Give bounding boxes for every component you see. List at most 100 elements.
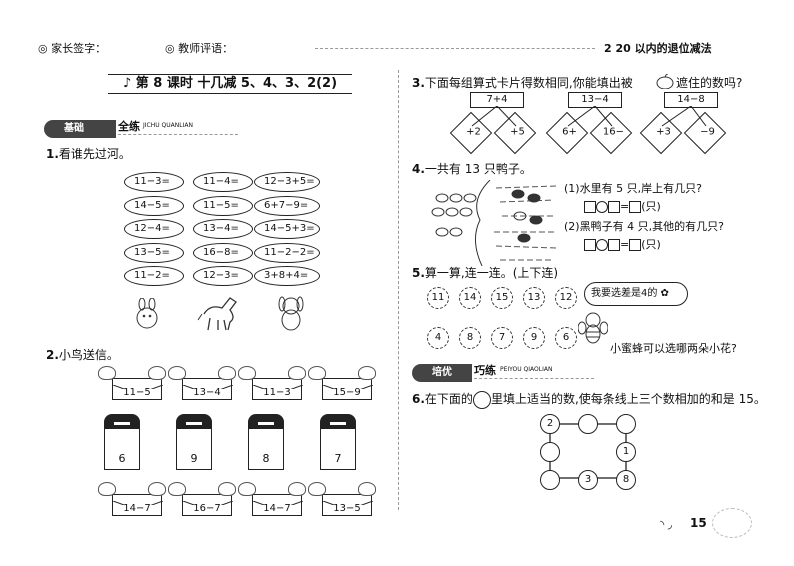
mailbox-2[interactable]: 8 (248, 428, 284, 470)
bottom-flower-4[interactable]: 6 (554, 326, 578, 350)
page-decoration-icon: ◝ ◞ (660, 518, 673, 531)
letter-bottom-2[interactable]: 14−7 (252, 494, 303, 516)
basic-badge: 基础 (44, 120, 116, 138)
river-stone-0-2[interactable]: 12−3+5= (254, 172, 320, 192)
bird-icon (168, 366, 186, 380)
equation-card-0: 7+4 (470, 92, 524, 108)
river-stone-2-1[interactable]: 13−4= (193, 219, 253, 239)
bird-icon (218, 482, 236, 496)
advanced-badge: 培优 (412, 364, 472, 382)
river-stone-3-1[interactable]: 16−8= (193, 243, 253, 263)
basic-pinyin: JICHU QUANLIAN (143, 122, 193, 129)
river-stone-3-2[interactable]: 11−2−2= (254, 243, 320, 263)
bottom-flower-1[interactable]: 8 (458, 326, 482, 350)
bird-icon (288, 366, 306, 380)
q5-prompt: 5.算一算,连一连。(上下连) (412, 266, 559, 280)
bee-speech-bubble: 我要选差是4的 ✿ (584, 282, 688, 306)
bird-icon (238, 366, 256, 380)
bird-icon (98, 366, 116, 380)
mailbox-roof (248, 414, 284, 430)
puzzle-node-5[interactable] (540, 470, 560, 490)
river-stone-0-1[interactable]: 11−4= (193, 172, 253, 192)
card-connectors (471, 106, 707, 127)
advanced-pinyin: PEIYOU QIAOLIAN (500, 366, 553, 373)
river-stone-3-0[interactable]: 13−5= (124, 243, 184, 263)
mailbox-3[interactable]: 7 (320, 428, 356, 470)
q1-prompt: 1.看谁先过河。 (46, 147, 131, 161)
q4-sub2: (2)黑鸭子有 4 只,其他的有几只? (564, 220, 724, 233)
basic-divider (118, 134, 238, 135)
bird-icon (358, 366, 376, 380)
puzzle-node-6: 3 (578, 470, 598, 490)
parent-sign-label: ◎ 家长签字： (38, 42, 107, 55)
equation-card-2: 14−8 (664, 92, 718, 108)
top-flower-1[interactable]: 14 (458, 286, 482, 310)
mailbox-roof (104, 414, 140, 430)
river-stone-2-2[interactable]: 14−5+3= (254, 219, 320, 239)
horse-icon (196, 292, 244, 332)
apple-icon (656, 73, 674, 90)
top-flower-0[interactable]: 11 (426, 286, 450, 310)
bird-icon (148, 366, 166, 380)
letter-top-0[interactable]: 11−5 (112, 378, 163, 400)
puzzle-node-4: 1 (616, 442, 636, 462)
music-note-icon: ♪ (122, 76, 132, 91)
mailbox-1[interactable]: 9 (176, 428, 212, 470)
river-stone-1-0[interactable]: 14−5= (124, 196, 184, 216)
bee-icon (577, 310, 609, 344)
q3-prompt: 3.下面每组算式卡片得数相同,你能填出被 (412, 76, 633, 90)
top-flower-2[interactable]: 15 (490, 286, 514, 310)
puzzle-node-3[interactable] (540, 442, 560, 462)
river-stone-0-0[interactable]: 11−3= (124, 172, 184, 192)
letter-top-3[interactable]: 15−9 (322, 378, 373, 400)
mailbox-roof (176, 414, 212, 430)
q4-answer2[interactable]: =(只) (584, 236, 661, 252)
puzzle-node-7: 8 (616, 470, 636, 490)
river-stone-1-2[interactable]: 6+7−9= (254, 196, 320, 216)
advanced-badge-title: 巧练 (474, 364, 496, 377)
q5-caption: 小蜜蜂可以选哪两朵小花? (610, 342, 737, 355)
puzzle-node-2[interactable] (616, 414, 636, 434)
letter-bottom-3[interactable]: 13−5 (322, 494, 373, 516)
duck-pond-illustration (430, 179, 558, 267)
river-stone-2-0[interactable]: 12−4= (124, 219, 184, 239)
letter-bottom-0[interactable]: 14−7 (112, 494, 163, 516)
letter-top-2[interactable]: 11−3 (252, 378, 303, 400)
top-flower-4[interactable]: 12 (554, 286, 578, 310)
q2-prompt: 2.小鸟送信。 (46, 348, 119, 362)
advanced-divider (474, 378, 594, 379)
river-stone-4-2[interactable]: 3+8+4= (254, 266, 320, 286)
bottom-flower-0[interactable]: 4 (426, 326, 450, 350)
q3-prompt-end: 遮住的数吗? (676, 76, 743, 90)
river-stone-1-1[interactable]: 11−5= (193, 196, 253, 216)
basic-badge-title: 全练 (118, 120, 140, 133)
bird-icon (98, 482, 116, 496)
column-divider (398, 70, 399, 510)
rabbit-icon (132, 297, 162, 330)
mailbox-roof (320, 414, 356, 430)
q4-answer1[interactable]: =(只) (584, 198, 661, 214)
bird-icon (358, 482, 376, 496)
bird-icon (238, 482, 256, 496)
bird-icon (288, 482, 306, 496)
letter-top-1[interactable]: 13−4 (182, 378, 233, 400)
mailbox-0[interactable]: 6 (104, 428, 140, 470)
q6-prompt: 6.在下面的里填上适当的数,使每条线上三个数相加的和是 15。 (412, 390, 766, 409)
equation-card-1: 13−4 (568, 92, 622, 108)
blank-circle-icon (472, 390, 491, 409)
top-flower-3[interactable]: 13 (522, 286, 546, 310)
bird-icon (168, 482, 186, 496)
bottom-flower-2[interactable]: 7 (490, 326, 514, 350)
q4-sub1: (1)水里有 5 只,岸上有几只? (564, 182, 702, 195)
teacher-comment-label: ◎ 教师评语： (165, 42, 234, 55)
page-number: 15 (690, 516, 707, 530)
lesson-title: ♪ 第 8 课时 十几减 5、4、3、2(2) (108, 74, 352, 94)
unit-title: 2 20 以内的退位减法 (604, 42, 712, 55)
river-stone-4-0[interactable]: 11−2= (124, 266, 184, 286)
puzzle-node-1[interactable] (578, 414, 598, 434)
bird-icon (308, 366, 326, 380)
letter-bottom-1[interactable]: 16−7 (182, 494, 233, 516)
bottom-flower-3[interactable]: 9 (522, 326, 546, 350)
river-stone-4-1[interactable]: 12−3= (193, 266, 253, 286)
